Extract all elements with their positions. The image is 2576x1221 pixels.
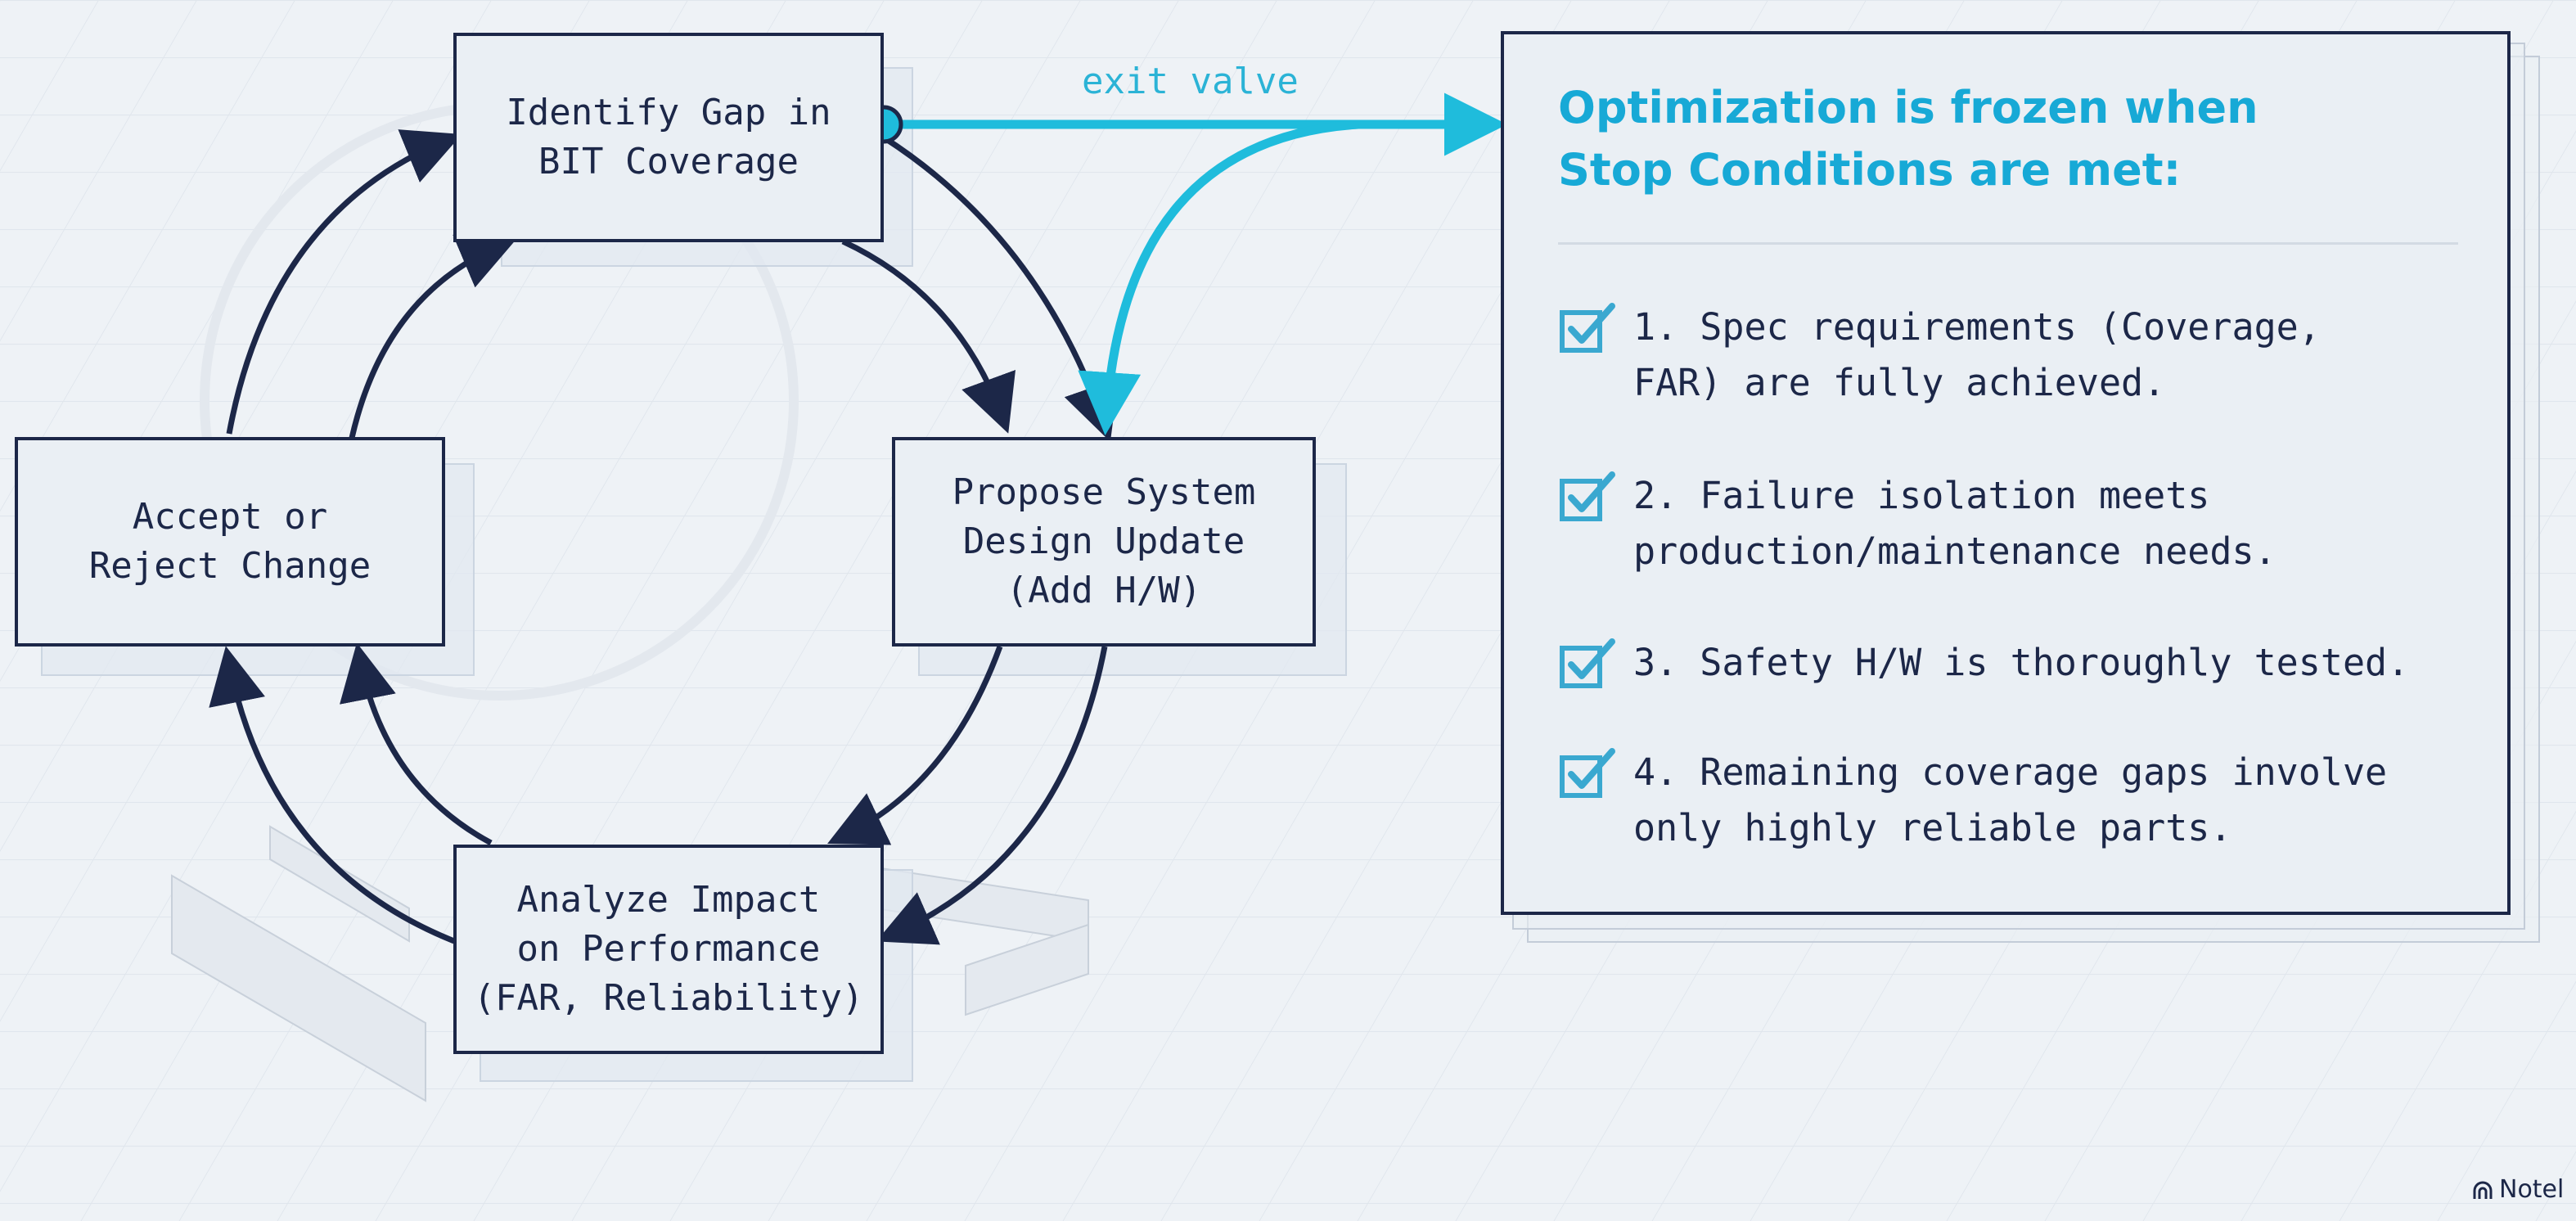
exit-valve-label: exit valve: [1082, 61, 1299, 102]
node-analyze-impact: Analyze Impact on Performance (FAR, Reli…: [453, 845, 884, 1054]
arrow-identify-to-propose-inner: [841, 238, 1016, 434]
decorative-plate-left: [171, 825, 426, 1102]
condition-text: 2. Failure isolation meets production/ma…: [1633, 474, 2277, 573]
watermark-logo-icon: [2473, 1181, 2493, 1199]
arrow-propose-to-analyze-outer: [876, 646, 1108, 945]
node-identify-gap: Identify Gap in BIT Coverage: [453, 33, 884, 242]
arrow-accept-to-identify-inner: [349, 234, 517, 439]
watermark-text: Notel: [2499, 1175, 2565, 1204]
checkbox-checked-icon: [1560, 748, 1615, 798]
arrow-accept-to-identify-outer: [226, 129, 462, 435]
condition-text: 4. Remaining coverage gaps involve only …: [1633, 750, 2388, 849]
node-propose-update: Propose System Design Update (Add H/W): [892, 437, 1316, 647]
stop-conditions-card: Optimization is frozen when Stop Conditi…: [1501, 31, 2511, 915]
arrow-propose-to-analyze-inner: [827, 645, 1003, 845]
condition-text: 1. Spec requirements (Coverage, FAR) are…: [1633, 305, 2321, 404]
stop-conditions-title: Optimization is frozen when Stop Conditi…: [1558, 82, 2259, 196]
checkbox-checked-icon: [1560, 303, 1615, 353]
arrow-analyze-to-accept-inner: [340, 642, 493, 846]
arrow-identify-to-propose-outer: [882, 135, 1119, 442]
card-divider: [1558, 242, 2458, 245]
node-accept-reject: Accept or Reject Change: [15, 437, 445, 647]
watermark: Notel: [2471, 1175, 2564, 1204]
condition-text: 3. Safety H/W is thoroughly tested.: [1633, 641, 2410, 684]
exit-valve-return-arrow: [1078, 119, 1359, 435]
checkbox-checked-icon: [1560, 471, 1615, 521]
checkbox-checked-icon: [1560, 638, 1615, 688]
arrow-analyze-to-accept-outer: [209, 646, 456, 944]
